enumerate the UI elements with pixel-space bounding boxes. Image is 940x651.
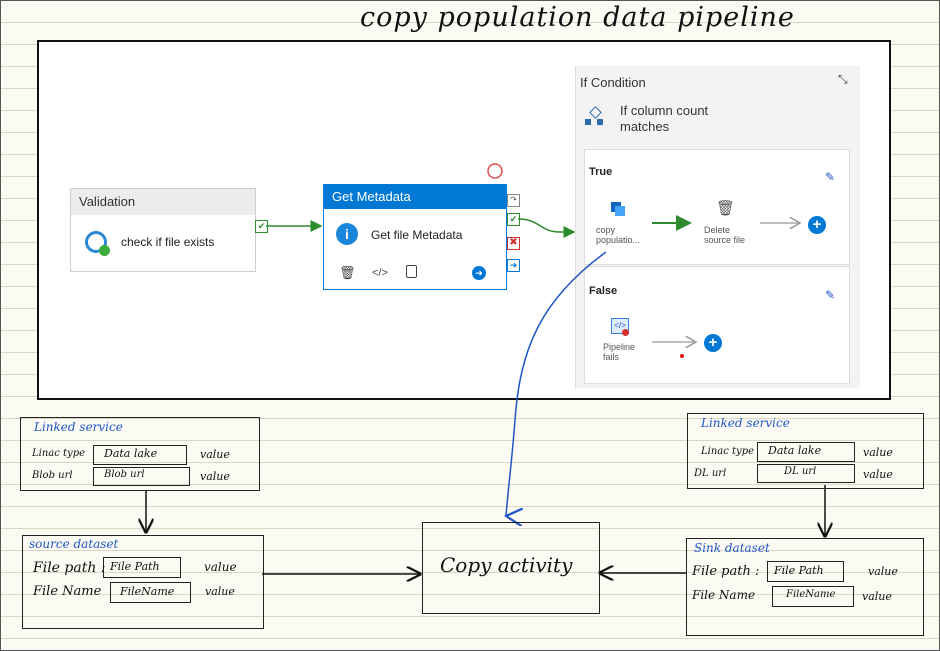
pipeline-fails-label: Pipeline fails bbox=[603, 342, 636, 362]
left-linked-service-box bbox=[20, 417, 260, 491]
sink-row1-label: File path : bbox=[692, 564, 760, 579]
false-branch-label: False bbox=[589, 285, 618, 297]
validation-header: Validation bbox=[71, 189, 255, 215]
info-icon: i bbox=[336, 223, 358, 245]
source-row2-value: value bbox=[205, 585, 235, 598]
copy-activity-box bbox=[422, 522, 600, 614]
if-condition-icon bbox=[585, 106, 603, 126]
left-ls-row2-field-text: Blob url bbox=[104, 469, 145, 480]
add-activity-true-icon[interactable]: + bbox=[808, 216, 826, 234]
copy-population-label: copy populatio... bbox=[596, 225, 641, 245]
sink-row1-field bbox=[767, 561, 844, 582]
source-row2-label: File Name bbox=[33, 584, 102, 599]
source-row1-field-text: File Path bbox=[110, 560, 160, 573]
right-linked-service-box bbox=[687, 413, 924, 489]
validation-text: check if file exists bbox=[121, 235, 215, 249]
copy-activity-label: Copy activity bbox=[440, 553, 573, 577]
source-row1-field bbox=[103, 557, 181, 578]
sink-row1-value: value bbox=[868, 565, 898, 578]
sink-dataset-box bbox=[686, 538, 924, 636]
code-icon[interactable]: </> bbox=[372, 267, 388, 279]
edit-false-icon[interactable]: ✎ bbox=[825, 288, 836, 302]
sink-row1-field-text: File Path bbox=[774, 564, 824, 577]
fail-badge-icon bbox=[622, 329, 629, 336]
source-row2-field bbox=[110, 582, 191, 603]
right-ls-row1-field-text: Data lake bbox=[768, 444, 822, 457]
source-row1-label: File path : bbox=[33, 560, 106, 576]
if-condition-header: If Condition bbox=[580, 75, 646, 90]
source-row1-value: value bbox=[204, 560, 237, 574]
validation-activity[interactable]: Validation check if file exists bbox=[70, 188, 256, 272]
true-branch[interactable] bbox=[584, 149, 850, 265]
copy-icon[interactable] bbox=[406, 265, 417, 278]
right-ls-row1-value: value bbox=[863, 446, 893, 459]
validation-check-icon bbox=[99, 245, 110, 256]
add-activity-false-icon[interactable]: + bbox=[704, 334, 722, 352]
get-metadata-text: Get file Metadata bbox=[371, 228, 463, 242]
right-ls-row2-label: DL url bbox=[694, 468, 727, 479]
left-ls-row2-value: value bbox=[200, 470, 230, 483]
left-ls-row2-label: Blob url bbox=[32, 470, 73, 481]
edit-true-icon[interactable]: ✎ bbox=[825, 170, 836, 184]
delete-icon[interactable]: 🗑 bbox=[339, 265, 356, 280]
get-metadata-activity[interactable]: Get Metadata i Get file Metadata 🗑 </> ➜ bbox=[323, 184, 507, 290]
left-ls-row1-label: Linac type bbox=[32, 448, 86, 459]
sink-row2-value: value bbox=[862, 590, 892, 603]
true-branch-label: True bbox=[589, 166, 613, 178]
page-title: copy population data pipeline bbox=[360, 2, 795, 33]
delete-activity-icon[interactable]: 🗑 bbox=[716, 200, 736, 217]
completion-port[interactable]: ➜ bbox=[507, 259, 520, 272]
left-ls-row2-field bbox=[93, 467, 190, 486]
delete-source-file-label: Delete source file bbox=[704, 225, 746, 245]
right-ls-row2-field-text: DL url bbox=[784, 466, 817, 477]
source-dataset-title: source dataset bbox=[29, 537, 119, 551]
right-ls-row2-value: value bbox=[863, 468, 893, 481]
source-row2-field-text: FileName bbox=[120, 585, 175, 598]
validation-icon bbox=[85, 231, 107, 253]
go-icon[interactable]: ➜ bbox=[472, 266, 486, 280]
sink-row2-field bbox=[772, 586, 854, 607]
left-linked-service-title: Linked service bbox=[34, 420, 123, 434]
left-ls-row1-field bbox=[93, 445, 187, 465]
sink-row2-field-text: FileName bbox=[786, 589, 836, 600]
if-condition-name: If column count matches bbox=[620, 103, 709, 134]
right-ls-row1-field bbox=[757, 442, 855, 462]
failure-port[interactable]: ✖ bbox=[507, 237, 520, 250]
sink-dataset-title: Sink dataset bbox=[694, 541, 770, 555]
right-ls-row2-field bbox=[757, 464, 855, 483]
sink-row2-label: File Name bbox=[692, 588, 756, 602]
right-linked-service-title: Linked service bbox=[701, 416, 790, 430]
collapse-icon[interactable]: ⤡ bbox=[838, 72, 848, 86]
right-ls-row1-label: Linac type bbox=[701, 446, 755, 457]
skip-port[interactable]: ↷ bbox=[507, 194, 520, 207]
get-metadata-header: Get Metadata bbox=[324, 185, 506, 209]
source-dataset-box bbox=[22, 535, 264, 629]
copy-activity-icon[interactable] bbox=[611, 202, 625, 216]
left-ls-row1-field-text: Data lake bbox=[104, 447, 158, 460]
left-ls-row1-value: value bbox=[200, 448, 230, 461]
